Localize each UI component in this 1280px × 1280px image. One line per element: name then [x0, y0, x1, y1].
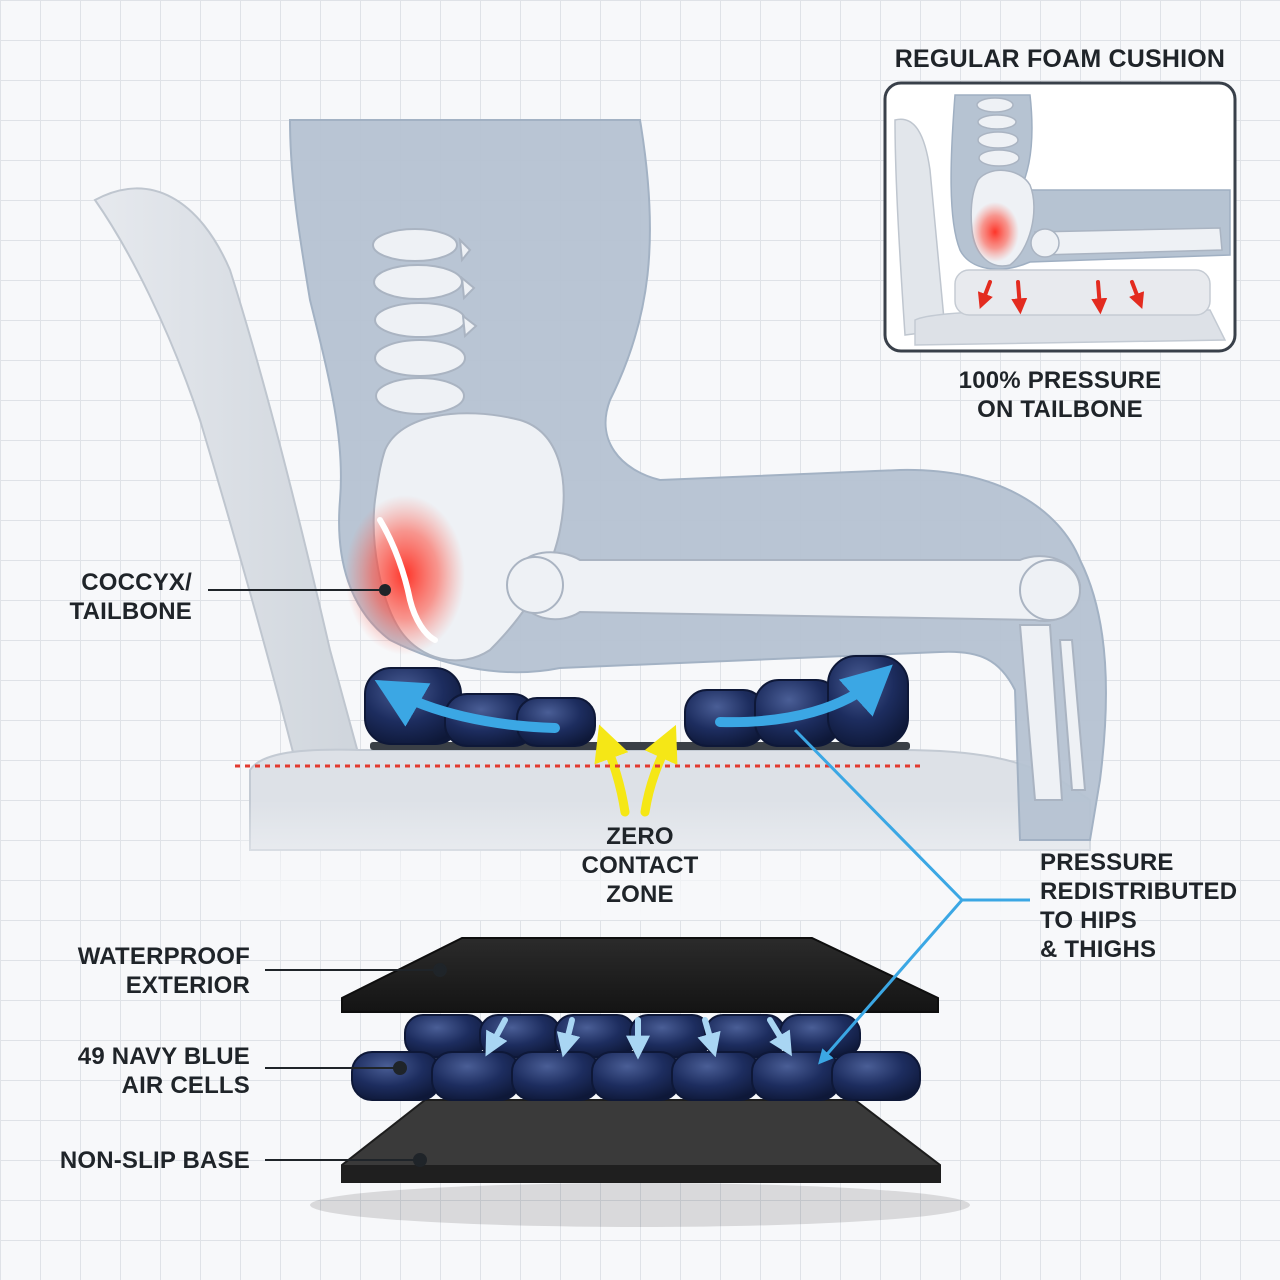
pressure-redistributed-label: PRESSURE REDISTRIBUTED TO HIPS & THIGHS: [1040, 849, 1238, 963]
fibula: [1058, 639, 1087, 791]
femoral-head: [506, 556, 564, 614]
tibia: [1018, 624, 1064, 801]
air-cells-left: [364, 667, 596, 747]
tailbone-highlight: [345, 495, 465, 655]
spine: [372, 228, 478, 415]
zero-contact-arrow-left: [594, 724, 630, 817]
exploded-layers: [310, 937, 970, 1227]
zero-contact-label: ZERO CONTACT ZONE: [581, 823, 699, 908]
pressure-pointer-lines: [793, 728, 1030, 1065]
knee: [1019, 559, 1081, 621]
air-cells-label: 49 NAVY BLUE AIR CELLS: [77, 1043, 250, 1099]
foam-inset: [883, 81, 1237, 353]
chair: [93, 187, 1100, 920]
redistribute-arrow-left: [374, 679, 560, 733]
seat-fade: [240, 800, 1100, 920]
coccyx-label: COCCYX/ TAILBONE: [69, 569, 192, 625]
inset-title: REGULAR FOAM CUSHION: [894, 45, 1226, 73]
zero-contact-arrow-right: [640, 724, 678, 817]
cell-pressure-arrows: [485, 1017, 792, 1060]
skeleton: [372, 228, 1087, 801]
non-slip-base-label: NON-SLIP BASE: [59, 1147, 250, 1174]
inset-scene: [894, 94, 1231, 346]
waterproof-exterior-layer: [341, 937, 939, 1013]
body-silhouette: [288, 119, 1107, 841]
femur: [512, 551, 1082, 622]
inset-caption: 100% PRESSURE ON TAILBONE: [958, 367, 1162, 423]
callout-lines: [208, 584, 447, 1167]
torso: [288, 119, 1107, 841]
cushion-side-view: [235, 655, 920, 817]
redistribute-arrow-right: [715, 664, 893, 728]
waterproof-exterior-label: WATERPROOF EXTERIOR: [77, 943, 250, 999]
